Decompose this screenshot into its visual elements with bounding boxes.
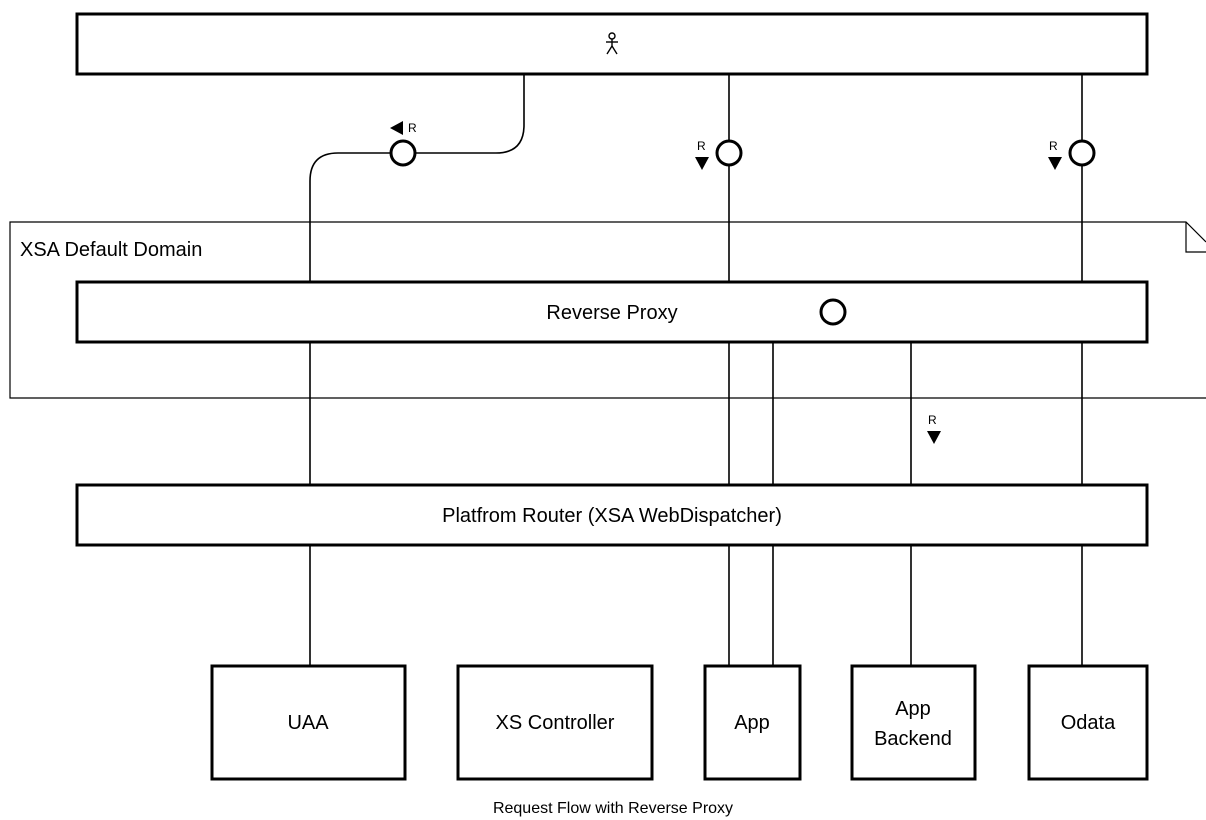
app-label: App [734, 712, 770, 734]
request-marker-label: R [1049, 139, 1058, 153]
triangle-arrow-icon [1048, 157, 1062, 170]
port-circle-icon [1068, 139, 1096, 167]
app-backend-label-line2: Backend [874, 728, 952, 750]
connectors [309, 74, 1083, 665]
app-backend-box[interactable] [850, 664, 977, 781]
uaa-box[interactable] [210, 664, 407, 781]
folded-corner-icon [1185, 222, 1206, 253]
request-marker-odata: R [1048, 139, 1062, 170]
platform-router-box[interactable] [75, 483, 1149, 547]
actor-icon [606, 32, 618, 55]
port-circle-icon [819, 298, 847, 326]
request-marker-label: R [408, 121, 417, 135]
xs-controller-box[interactable] [456, 664, 654, 781]
request-marker-app: R [695, 139, 709, 170]
port-circle-icon [389, 139, 417, 167]
app-box[interactable] [703, 664, 802, 781]
uaa-label: UAA [287, 712, 329, 734]
port-circle-icon [715, 139, 743, 167]
odata-box[interactable] [1027, 664, 1149, 781]
request-marker-label: R [928, 413, 937, 427]
request-marker-label: R [697, 139, 706, 153]
domain-frame: XSA Default Domain [9, 221, 1206, 399]
domain-label: XSA Default Domain [20, 239, 202, 261]
request-marker-uaa: R [390, 121, 417, 135]
platform-router-label: Platfrom Router (XSA WebDispatcher) [442, 505, 782, 527]
reverse-proxy-box[interactable] [75, 280, 1149, 344]
connector-user-uaa [309, 74, 525, 665]
odata-label: Odata [1061, 712, 1116, 734]
request-marker-backend: R [927, 413, 941, 444]
reverse-proxy-label: Reverse Proxy [546, 302, 677, 324]
triangle-arrow-icon [695, 157, 709, 170]
xs-controller-label: XS Controller [496, 712, 615, 734]
triangle-arrow-icon [390, 121, 403, 135]
triangle-arrow-icon [927, 431, 941, 444]
diagram-caption: Request Flow with Reverse Proxy [493, 800, 733, 817]
app-backend-label-line1: App [895, 698, 931, 720]
